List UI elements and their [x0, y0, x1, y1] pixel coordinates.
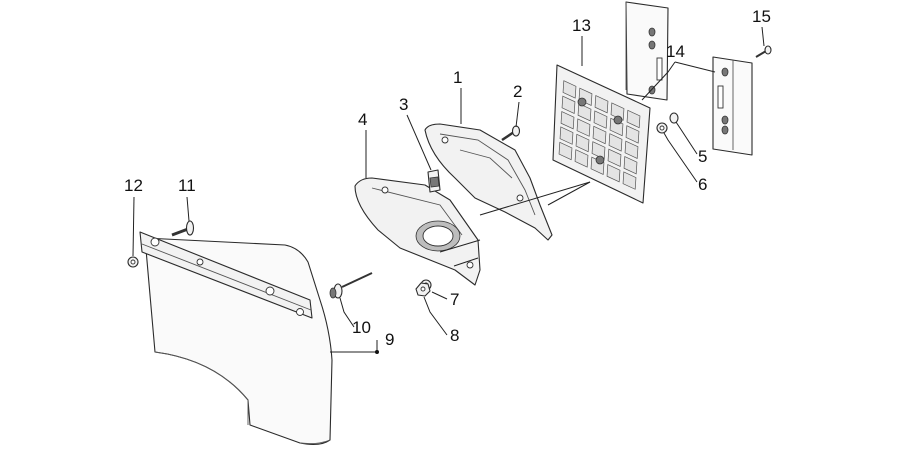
callout-12: 12 [124, 176, 143, 195]
callout-13: 13 [572, 16, 591, 35]
nut-12 [127, 256, 139, 268]
callout-6: 6 [698, 175, 707, 194]
plate-grid-cell [622, 171, 637, 190]
callout-labels: 1 2 3 4 5 6 7 8 9 10 11 12 13 14 15 [124, 7, 771, 349]
mudflap-mounting-rail [139, 231, 313, 319]
plate-grid-cell [592, 125, 607, 145]
screw-10 [329, 272, 373, 299]
bracket-4 [354, 177, 481, 286]
callout-10: 10 [352, 318, 371, 337]
plate-grid-cell [558, 141, 573, 161]
nut-8 [415, 282, 431, 297]
plate-grid-cell [562, 80, 577, 99]
callout-4: 4 [358, 110, 367, 129]
plate-grid-cell [559, 126, 574, 145]
plate-grid-cell [625, 125, 640, 144]
washer-6 [656, 122, 668, 134]
plate-grid-cell [561, 95, 576, 114]
callout-3: 3 [399, 95, 408, 114]
plate-14a [625, 1, 669, 101]
callout-8: 8 [450, 326, 459, 345]
cover-1 [424, 123, 553, 241]
plate-grid-cell [607, 148, 622, 167]
screw-2 [501, 125, 521, 142]
plate-grid-cell [577, 103, 592, 122]
bolt-11 [171, 220, 195, 237]
washer-5 [669, 112, 679, 124]
callout-11: 11 [178, 176, 196, 195]
plate-grid-cell [623, 156, 638, 175]
leader-lines [132, 26, 765, 354]
callout-9: 9 [385, 330, 394, 349]
screw-15 [755, 45, 772, 58]
plate-grid-cell [574, 149, 589, 168]
plate-grid-cell [594, 95, 609, 114]
plate-grid-cell [575, 133, 590, 153]
callout-14: 14 [666, 42, 685, 61]
plate-grid-cell [626, 109, 641, 129]
plate-grid-cell [610, 102, 625, 121]
plate-grid-cell [560, 111, 575, 130]
callout-2: 2 [513, 82, 522, 101]
callout-5: 5 [698, 147, 707, 166]
plate-grid-cell [608, 133, 623, 152]
license-plate-holder-13 [552, 64, 651, 204]
plate-grid-cell [576, 118, 591, 137]
plate-grid-cell [606, 164, 621, 183]
callout-1: 1 [453, 68, 462, 87]
plate-grid-cell [593, 110, 608, 129]
plate-14b [712, 56, 753, 156]
callout-15: 15 [752, 7, 771, 26]
callout-7: 7 [450, 290, 459, 309]
mudflap [144, 237, 333, 446]
plate-grid-cell [624, 140, 639, 159]
clip-3 [427, 169, 441, 193]
